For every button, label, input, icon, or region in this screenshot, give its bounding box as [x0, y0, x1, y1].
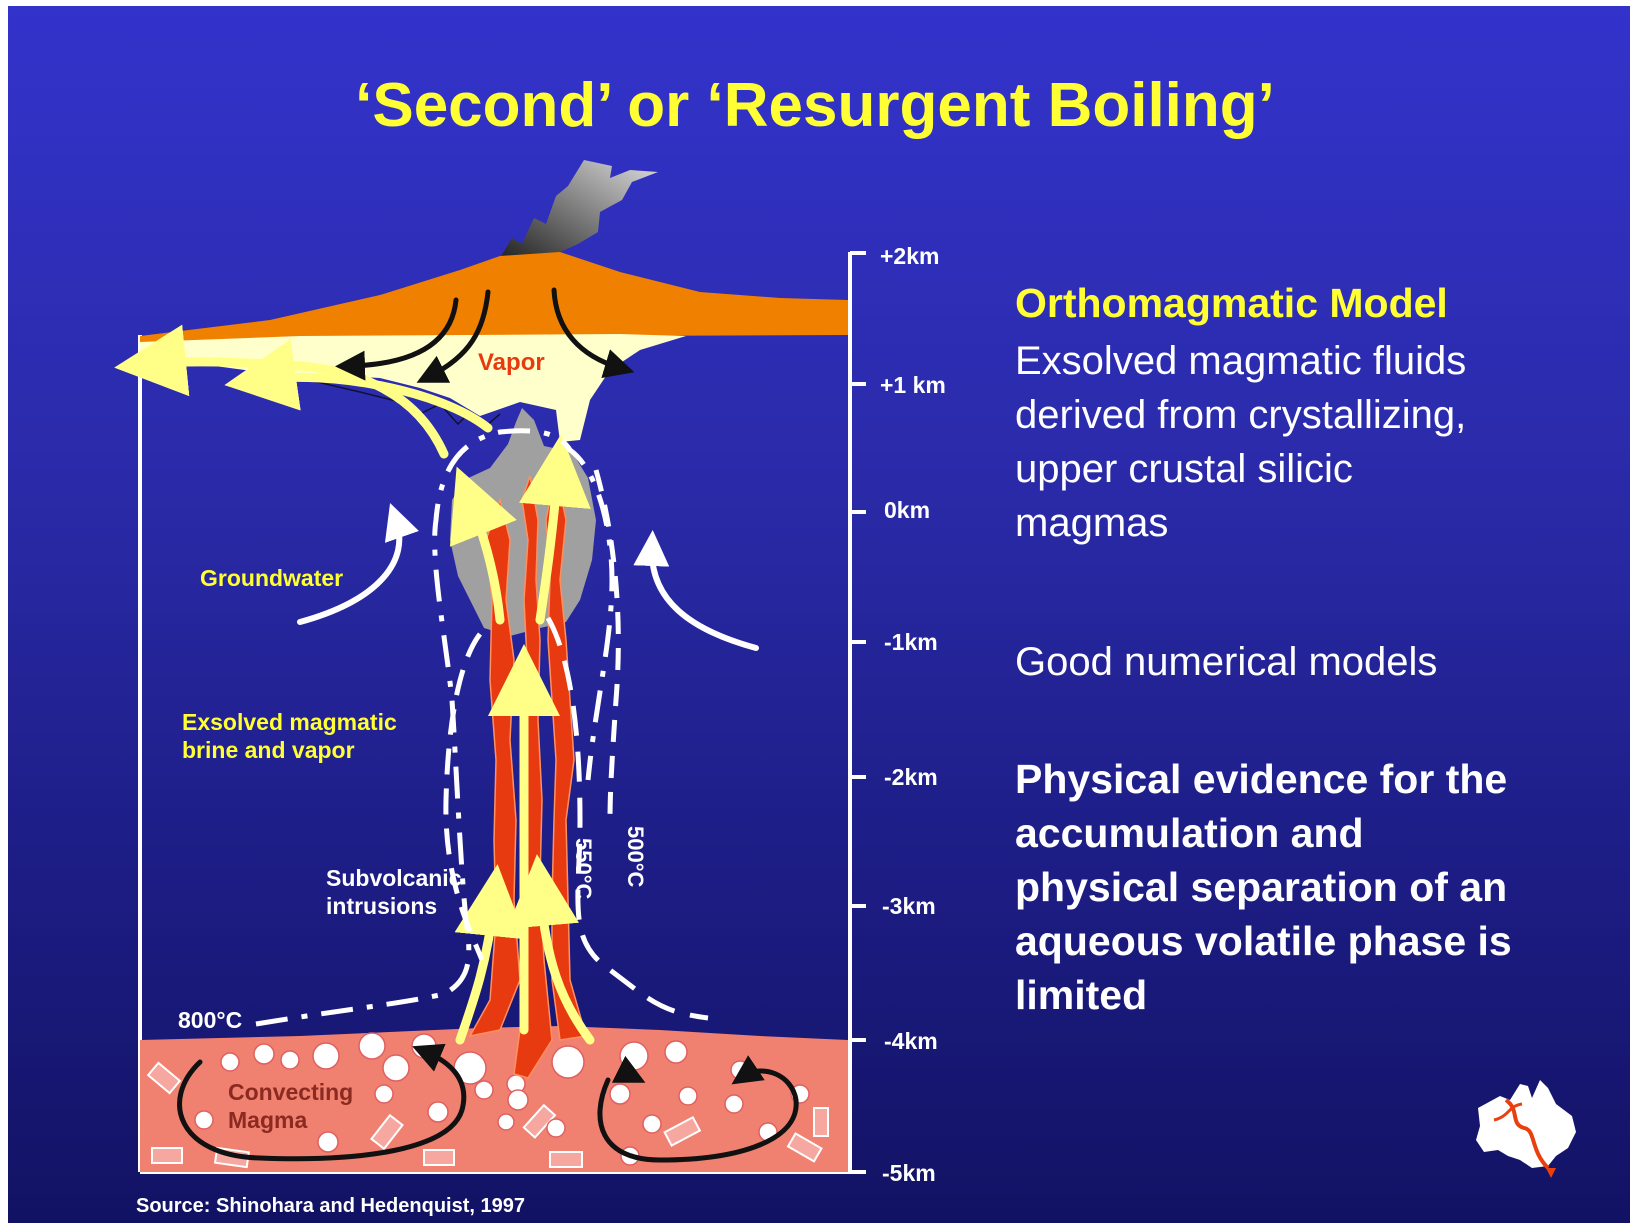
gray-cupola	[450, 408, 596, 636]
model-description: Exsolved magmatic fluids derived from cr…	[1015, 334, 1615, 550]
depth-label: +2km	[880, 243, 939, 269]
australia-map-logo-icon	[1476, 1080, 1576, 1178]
depth-label: -5km	[882, 1160, 936, 1186]
vapor-label: Vapor	[478, 349, 545, 376]
depth-scale-labels: +2km +1 km 0km -1km -2km -3km -4km -5km	[880, 243, 946, 1186]
evidence-line: physical separation of an	[1015, 860, 1615, 914]
vapor-zone	[140, 334, 686, 442]
groundwater-label: Groundwater	[200, 565, 343, 591]
model-description-line: derived from crystallizing,	[1015, 388, 1615, 442]
intrusions-label-line2: intrusions	[326, 893, 437, 919]
model-description-line: upper crustal silicic	[1015, 442, 1615, 496]
magma-label-line1: Convecting	[228, 1079, 353, 1105]
brine-label-line1: Exsolved magmatic	[182, 709, 397, 735]
temperature-800-label: 800°C	[178, 1007, 242, 1033]
model-heading: Orthomagmatic Model	[1015, 280, 1615, 327]
depth-label: -1km	[884, 629, 938, 655]
model-description-line: magmas	[1015, 496, 1615, 550]
evidence-line: accumulation and	[1015, 806, 1615, 860]
depth-label: -2km	[884, 764, 938, 790]
isotherm-500-dash	[548, 618, 708, 1018]
source-citation: Source: Shinohara and Hedenquist, 1997	[136, 1195, 525, 1217]
brine-label-line2: brine and vapor	[182, 737, 355, 763]
evidence-line: Physical evidence for the	[1015, 752, 1615, 806]
magma-label-line2: Magma	[228, 1107, 307, 1133]
depth-label: 0km	[884, 497, 930, 523]
depth-label: +1 km	[880, 372, 946, 398]
evidence-line: aqueous volatile phase is	[1015, 914, 1615, 968]
temperature-550-label: 550°C	[571, 838, 596, 900]
smoke-plume	[500, 160, 658, 258]
depth-label: -4km	[884, 1028, 938, 1054]
depth-scale	[850, 252, 866, 1172]
numerical-models-point: Good numerical models	[1015, 640, 1615, 685]
volcano-edifice	[140, 252, 848, 344]
model-description-line: Exsolved magmatic fluids	[1015, 334, 1615, 388]
evidence-line: limited	[1015, 968, 1615, 1022]
physical-evidence-point: Physical evidence for the accumulation a…	[1015, 752, 1615, 1022]
intrusions-label-line1: Subvolcanic	[326, 865, 462, 891]
temperature-500-label: 500°C	[623, 826, 648, 888]
depth-label: -3km	[882, 893, 936, 919]
